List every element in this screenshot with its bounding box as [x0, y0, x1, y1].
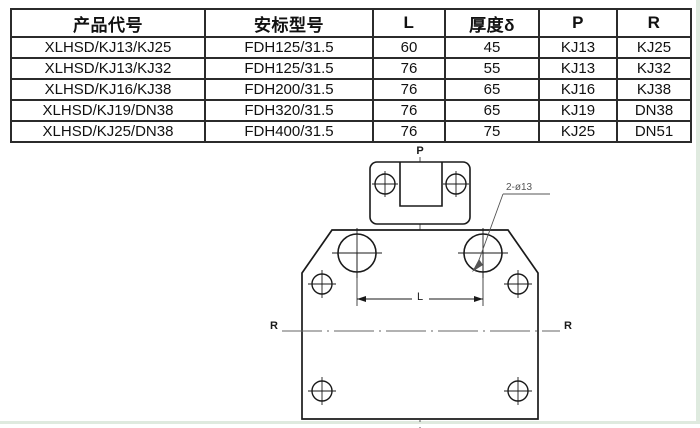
column-header-p: P	[538, 8, 618, 38]
cell-p: KJ13	[538, 36, 618, 59]
cell-r: DN38	[616, 99, 692, 122]
cell-product-code: XLHSD/KJ16/KJ38	[10, 78, 206, 101]
small-hole-top-right	[504, 270, 532, 298]
table-row: XLHSD/KJ13/KJ25 FDH125/31.5 60 45 KJ13 K…	[10, 36, 692, 59]
cell-safety-model: FDH400/31.5	[204, 120, 374, 143]
cell-p: KJ25	[538, 120, 618, 143]
top-connector-body	[369, 161, 471, 225]
spec-table-container: 产品代号 安标型号 L 厚度δ P R XLHSD/KJ13/KJ25 FDH1…	[10, 8, 692, 143]
dim-arrow-right	[474, 296, 483, 302]
table-body: XLHSD/KJ13/KJ25 FDH125/31.5 60 45 KJ13 K…	[10, 36, 692, 143]
table-row: XLHSD/KJ13/KJ32 FDH125/31.5 76 55 KJ13 K…	[10, 57, 692, 80]
cell-product-code: XLHSD/KJ25/DN38	[10, 120, 206, 143]
label-l: L	[417, 291, 423, 303]
callout-label-holes: 2-ø13	[506, 182, 533, 193]
small-hole-bottom-right	[504, 377, 532, 405]
cell-p: KJ16	[538, 78, 618, 101]
dim-label-backdrop	[412, 290, 429, 302]
table-row: XLHSD/KJ16/KJ38 FDH200/31.5 76 65 KJ16 K…	[10, 78, 692, 101]
cell-product-code: XLHSD/KJ13/KJ32	[10, 57, 206, 80]
label-r-right: R	[564, 320, 572, 332]
callout-arrowhead	[472, 259, 483, 272]
cell-l: 60	[372, 36, 446, 59]
small-hole-bottom-left	[308, 377, 336, 405]
column-header-thickness: 厚度δ	[444, 8, 540, 38]
cell-l: 76	[372, 99, 446, 122]
cell-thickness: 45	[444, 36, 540, 59]
cell-product-code: XLHSD/KJ19/DN38	[10, 99, 206, 122]
specification-table: 产品代号 安标型号 L 厚度δ P R XLHSD/KJ13/KJ25 FDH1…	[10, 8, 692, 143]
table-header-row: 产品代号 安标型号 L 厚度δ P R	[10, 8, 692, 38]
cell-safety-model: FDH200/31.5	[204, 78, 374, 101]
column-header-r: R	[616, 8, 692, 38]
connector-hole-left	[372, 171, 398, 197]
cell-p: KJ13	[538, 57, 618, 80]
cell-safety-model: FDH320/31.5	[204, 99, 374, 122]
main-plate-outline	[301, 229, 539, 420]
cell-thickness: 65	[444, 78, 540, 101]
cell-l: 76	[372, 120, 446, 143]
label-r-left: R	[270, 320, 278, 332]
table-row: XLHSD/KJ25/DN38 FDH400/31.5 76 75 KJ25 D…	[10, 120, 692, 143]
column-header-product-code: 产品代号	[10, 8, 206, 38]
callout-leader-line	[474, 193, 504, 272]
cell-l: 76	[372, 57, 446, 80]
drawing-svg: P	[270, 145, 572, 428]
cell-r: KJ25	[616, 36, 692, 59]
cell-safety-model: FDH125/31.5	[204, 57, 374, 80]
connector-hole-right	[443, 171, 469, 197]
cell-r: KJ38	[616, 78, 692, 101]
cell-l: 76	[372, 78, 446, 101]
table-row: XLHSD/KJ19/DN38 FDH320/31.5 76 65 KJ19 D…	[10, 99, 692, 122]
cell-thickness: 65	[444, 99, 540, 122]
small-hole-top-left	[308, 270, 336, 298]
column-header-l: L	[372, 8, 446, 38]
cell-thickness: 55	[444, 57, 540, 80]
cell-safety-model: FDH125/31.5	[204, 36, 374, 59]
connector-inner-slot	[399, 162, 443, 207]
dim-arrow-left	[357, 296, 366, 302]
cell-product-code: XLHSD/KJ13/KJ25	[10, 36, 206, 59]
technical-drawing: P	[260, 143, 640, 428]
cell-r: KJ32	[616, 57, 692, 80]
cell-r: DN51	[616, 120, 692, 143]
table-header: 产品代号 安标型号 L 厚度δ P R	[10, 8, 692, 38]
cell-thickness: 75	[444, 120, 540, 143]
column-header-safety-model: 安标型号	[204, 8, 374, 38]
label-p: P	[416, 145, 423, 157]
cell-p: KJ19	[538, 99, 618, 122]
